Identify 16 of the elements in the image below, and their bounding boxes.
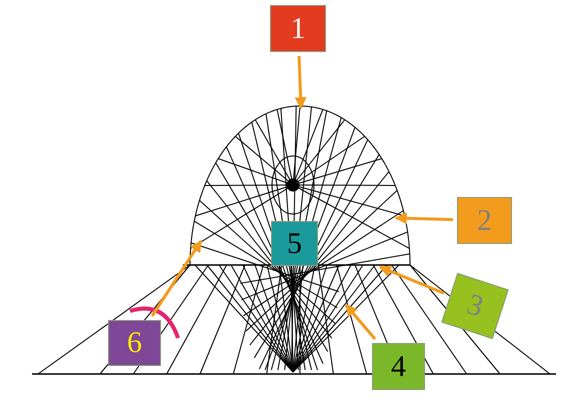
callout-box bbox=[457, 197, 512, 244]
callout-number: 1 bbox=[290, 14, 306, 44]
arrow bbox=[344, 304, 376, 340]
callout-box bbox=[271, 221, 318, 266]
callout-number: 4 bbox=[391, 352, 406, 382]
arrow bbox=[378, 266, 445, 295]
callout-number: 5 bbox=[287, 228, 302, 258]
callout-box bbox=[270, 5, 326, 52]
callout-box bbox=[108, 320, 161, 366]
arrow bbox=[150, 240, 202, 317]
callout-number: 3 bbox=[463, 289, 487, 323]
callout-number: 2 bbox=[477, 206, 492, 236]
arrow bbox=[294, 56, 307, 110]
arrow bbox=[394, 212, 454, 224]
callout-number: 6 bbox=[127, 328, 142, 358]
callout-box bbox=[372, 343, 425, 390]
